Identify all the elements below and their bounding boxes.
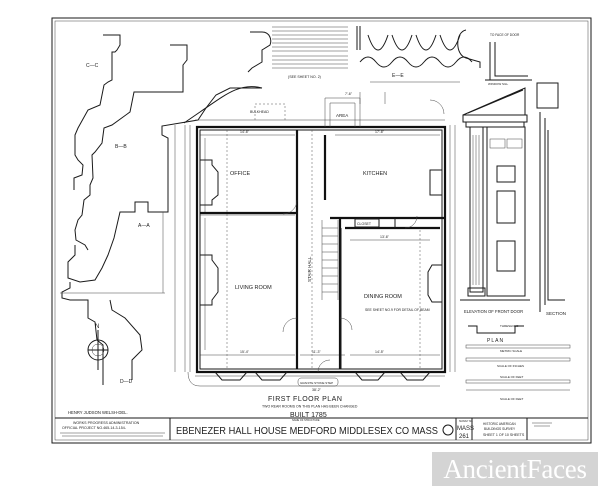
room-label-kitchen: KITCHEN: [363, 171, 387, 177]
feet-scale-label-2: SCALE OF FEET: [500, 397, 524, 401]
svg-text:N: N: [95, 324, 99, 330]
wpa-line-2: OFFICIAL PROJECT NO.465-14-3-154-: [62, 426, 127, 430]
dim-hall-width: 11'-3": [312, 350, 321, 354]
section-label: SECTION: [546, 311, 566, 316]
title-block: WORKS PROGRESS ADMINISTRATION OFFICIAL P…: [55, 417, 588, 440]
bulkhead-label: BULKHEAD: [250, 110, 269, 114]
dim-kitchen-width: 17'-6": [375, 130, 385, 134]
front-door-elevation: TO FACE OF DOOR WINDOW SILL ELEVATION OF…: [457, 29, 566, 344]
agency-line-2: BUILDINGS SURVEY: [484, 427, 516, 431]
feet-scale-label: SCALE OF FEET: [500, 375, 524, 379]
room-label-living-room: LIVING ROOM: [235, 285, 272, 291]
sheet-number: SHEET 1 OF 10 SHEETS: [483, 433, 525, 437]
survey-state: MASS: [457, 426, 474, 432]
area-label: AREA: [336, 113, 348, 118]
first-floor-plan: OFFICE KITCHEN LIVING ROOM DINING ROOM S…: [174, 92, 456, 392]
dim-living-width: 15'-4": [240, 350, 250, 354]
notes-block: (SEE SHEET NO. 2): [247, 26, 348, 79]
room-label-dining-room: DINING ROOM: [364, 294, 402, 300]
ogee-profile: [183, 86, 263, 124]
dim-dining-width: 14'-5": [375, 350, 385, 354]
dim-dining-inner: 13'-6": [380, 235, 390, 239]
watermark-logo: AncientFaces: [432, 452, 598, 486]
delineator: HENRY JUDSON WELSH-DEL.: [68, 410, 128, 415]
door-plan-label: PLAN: [487, 338, 504, 344]
plan-title: FIRST FLOOR PLAN: [268, 396, 342, 403]
survey-no-label: SURVEY NO.: [459, 421, 473, 423]
scale-bars: METRIC SCALE SCALE OF INCHES SCALE OF FE…: [465, 344, 571, 401]
section-label-cc: C—C: [86, 63, 99, 69]
threshold-label: THRESHOLD: [500, 324, 519, 328]
section-label-ee: E—E: [392, 73, 404, 79]
moulding-profiles: C—C B—B A—A D—D: [60, 34, 262, 385]
dim-overall-width: 38'-2": [312, 388, 322, 392]
dim-office-width: 14'-6": [240, 130, 250, 134]
see-sheet-note: (SEE SHEET NO. 2): [288, 75, 321, 79]
section-label-dd: D—D: [120, 379, 133, 385]
face-of-door-label: TO FACE OF DOOR: [490, 33, 520, 37]
stone-step-label: GRANITE STONE STEP: [300, 381, 333, 385]
section-label-bb: B—B: [115, 144, 127, 150]
name-of-structure-label: NAME OF STRUCTURE: [292, 419, 320, 422]
sheet-border: [51, 17, 592, 444]
room-label-office: OFFICE: [230, 171, 250, 177]
inches-scale-label: SCALE OF INCHES: [497, 364, 524, 368]
beam-note: SEE SHEET NO.9 FOR DETAIL OF BEAM: [365, 308, 430, 312]
compass-rose-icon: N: [87, 324, 109, 370]
detail-ee: E—E: [356, 26, 473, 83]
seal-icon: [442, 424, 454, 436]
sheet-inner-border: [54, 20, 589, 441]
room-label-stair-hall: STAIR HALL: [307, 256, 312, 282]
structure-title: EBENEZER HALL HOUSE MEDFORD MIDDLESEX CO…: [176, 426, 438, 437]
built-date: BUILT 1785: [290, 412, 327, 419]
survey-number: 261: [459, 434, 470, 440]
elevation-label: ELEVATION OF FRONT DOOR: [464, 309, 523, 314]
dim-area-width: 7'-6": [345, 92, 353, 96]
room-label-closet: CLOSET: [357, 222, 372, 226]
window-sill-label: WINDOW SILL: [488, 82, 508, 86]
wpa-line-1: WORKS PROGRESS ADMINISTRATION: [73, 421, 140, 425]
plan-note: TWO REAR ROOMS ON THIS PLAN HAS BEEN CHA…: [262, 405, 358, 409]
section-label-aa: A—A: [138, 223, 150, 229]
metric-scale-label: METRIC SCALE: [500, 349, 522, 353]
agency-line-1: HISTORIC AMERICAN: [483, 422, 516, 426]
